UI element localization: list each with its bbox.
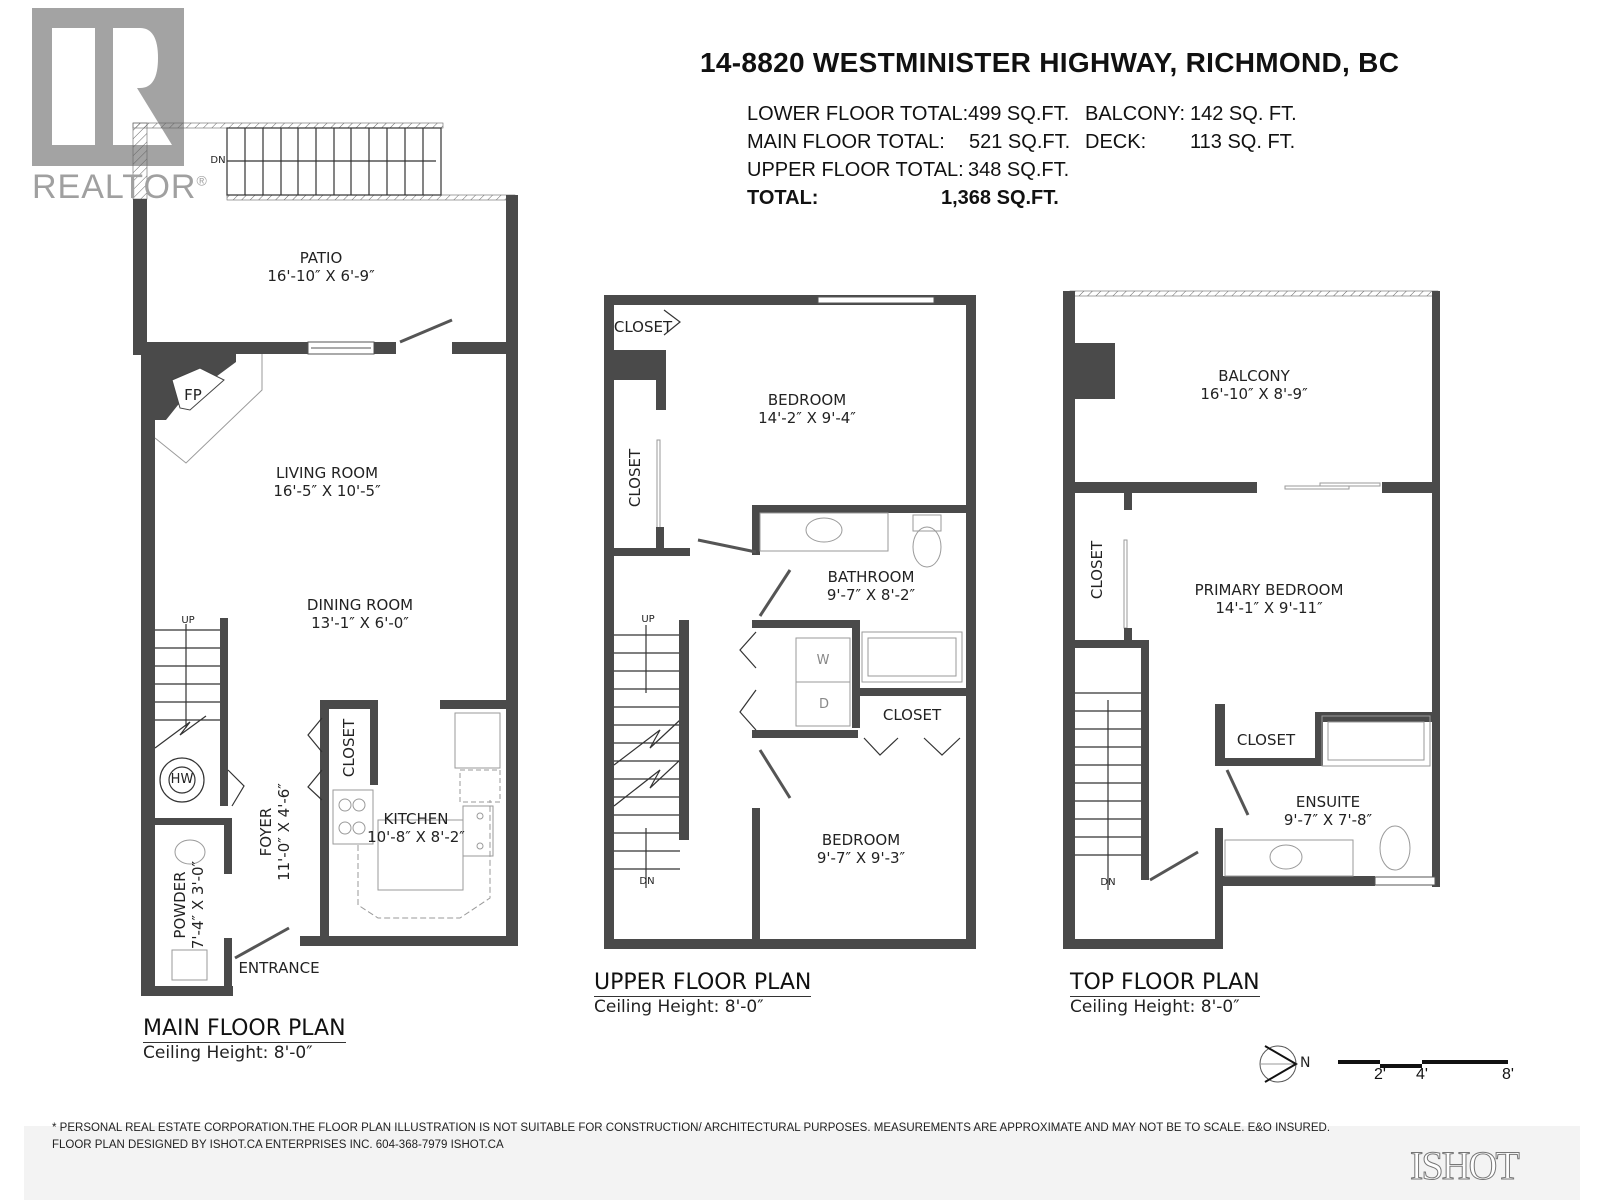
deck-label: DECK: bbox=[1085, 131, 1147, 153]
upper-stairs-down-label: DN bbox=[639, 876, 655, 887]
room-closet-main: CLOSET bbox=[340, 718, 358, 778]
footer-bar: * PERSONAL REAL ESTATE CORPORATION.THE F… bbox=[24, 1122, 1580, 1200]
upper-floor-title: UPPER FLOOR PLAN bbox=[594, 970, 812, 997]
ishot-logo: ISHOT bbox=[1410, 1143, 1521, 1189]
scale-bar-icon bbox=[1338, 1060, 1508, 1068]
room-closet-upper-side: CLOSET bbox=[626, 448, 644, 508]
upper-floor-walls bbox=[604, 295, 976, 949]
top-floor-walls bbox=[1063, 290, 1440, 949]
scale-tick-8: 8' bbox=[1502, 1066, 1514, 1083]
total-label: TOTAL: bbox=[747, 187, 819, 209]
stairs-up-label: UP bbox=[181, 615, 195, 626]
lower-floor-label: LOWER FLOOR TOTAL: bbox=[747, 103, 969, 125]
upper-floor-label: UPPER FLOOR TOTAL: bbox=[747, 159, 964, 181]
scale-tick-4: 4' bbox=[1416, 1066, 1428, 1083]
realtor-logo-text: REALTOR® bbox=[32, 168, 208, 206]
footer-disclaimer: * PERSONAL REAL ESTATE CORPORATION.THE F… bbox=[52, 1122, 1331, 1134]
top-floor-title: TOP FLOOR PLAN bbox=[1070, 970, 1260, 997]
main-floor-label: MAIN FLOOR TOTAL: bbox=[747, 131, 945, 153]
property-address: 14-8820 WESTMINISTER HIGHWAY, RICHMOND, … bbox=[700, 47, 1400, 78]
main-floor-ceiling: Ceiling Height: 8'-0″ bbox=[143, 1043, 313, 1063]
top-floor-ceiling: Ceiling Height: 8'-0″ bbox=[1070, 997, 1240, 1017]
main-floor-title: MAIN FLOOR PLAN bbox=[143, 1016, 346, 1043]
room-closet-ensuite: CLOSET bbox=[1236, 731, 1296, 749]
scale-tick-2: 2' bbox=[1374, 1066, 1386, 1083]
realtor-logo-icon bbox=[32, 8, 184, 166]
entrance-label: ENTRANCE bbox=[238, 959, 320, 977]
upper-stairs-up-label: UP bbox=[641, 614, 655, 625]
stairs-down-label: DN bbox=[210, 155, 226, 166]
upper-floor-value: 348 SQ.FT. bbox=[968, 159, 1070, 181]
main-floor-walls bbox=[132, 122, 518, 996]
main-floor-value: 521 SQ.FT. bbox=[969, 131, 1071, 153]
balcony-label: BALCONY: bbox=[1085, 103, 1186, 125]
north-label: N bbox=[1300, 1055, 1311, 1071]
footer-credit: FLOOR PLAN DESIGNED BY ISHOT.CA ENTERPRI… bbox=[52, 1139, 504, 1151]
room-closet-upper-top: CLOSET bbox=[613, 318, 673, 336]
north-arrow-icon bbox=[1259, 1045, 1298, 1083]
room-closet-upper-mid: CLOSET bbox=[882, 706, 942, 724]
dryer-label: D bbox=[818, 697, 830, 712]
upper-floor-ceiling: Ceiling Height: 8'-0″ bbox=[594, 997, 764, 1017]
balcony-value: 142 SQ. FT. bbox=[1190, 103, 1297, 125]
lower-floor-value: 499 SQ.FT. bbox=[968, 103, 1070, 125]
top-stairs-down-label: DN bbox=[1100, 877, 1116, 888]
hot-water-label: HW bbox=[170, 772, 194, 787]
washer-label: W bbox=[816, 653, 830, 668]
deck-value: 113 SQ. FT. bbox=[1190, 131, 1296, 153]
room-closet-top-side: CLOSET bbox=[1088, 540, 1106, 600]
total-value: 1,368 SQ.FT. bbox=[941, 187, 1059, 209]
fireplace-label: FP bbox=[184, 386, 202, 404]
